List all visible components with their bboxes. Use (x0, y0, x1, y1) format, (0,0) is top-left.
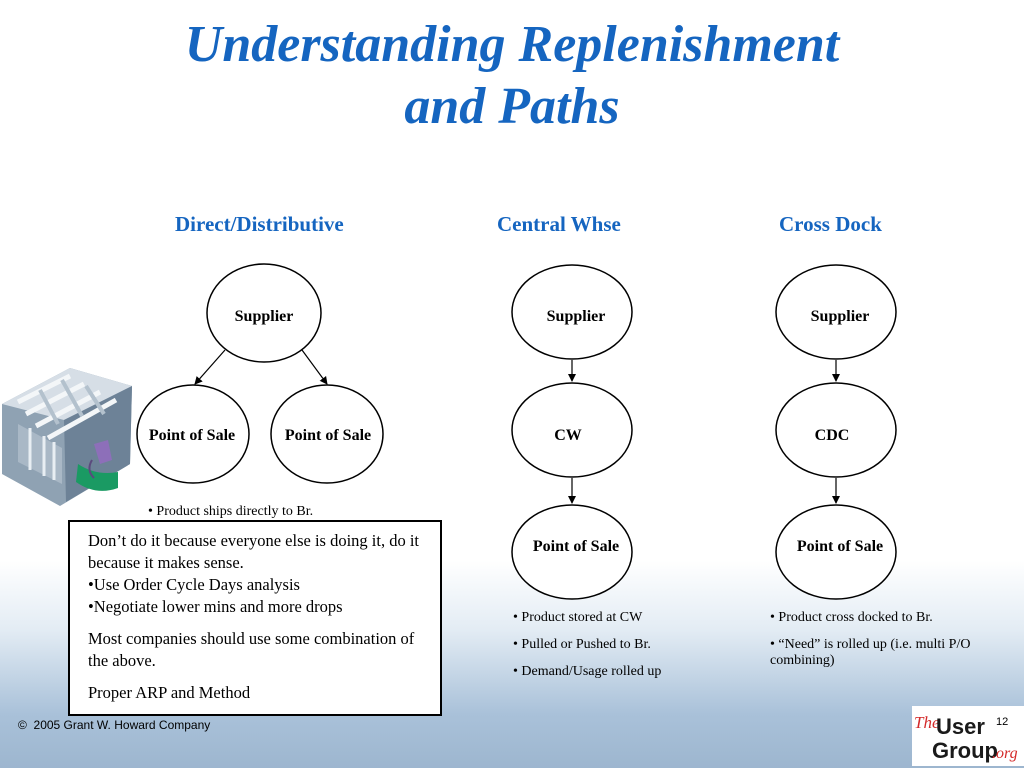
footer-copyright: © 2005 Grant W. Howard Company (18, 718, 210, 732)
maze-icon (2, 368, 132, 506)
label-cdc: CDC (814, 427, 850, 444)
heading-cross-dock: Cross Dock (779, 212, 882, 236)
notes-cross-dock: • Product cross docked to Br. • “Need” i… (770, 610, 998, 680)
heading-direct-distributive: Direct/Distributive (175, 212, 344, 236)
node-pos-direct-right (270, 384, 384, 484)
label-cw: CW (554, 427, 582, 444)
the-user-group-logo: The User Group .org (912, 706, 1024, 766)
node-pos-cd (775, 504, 897, 600)
logo-the: The (914, 713, 940, 732)
note-cw-3: • Demand/Usage rolled up (513, 664, 662, 679)
arrow-direct-right (301, 349, 328, 385)
note-cd-2: • “Need” is rolled up (i.e. multi P/O co… (770, 637, 971, 668)
slide-title-line-1: Understanding Replenishment (184, 16, 840, 73)
page-number: 12 (996, 716, 1009, 728)
node-supplier-cw (511, 264, 633, 360)
label-supplier-cd: Supplier (810, 308, 870, 325)
logo-group: Group (932, 738, 998, 763)
arrow-direct-left (194, 349, 226, 385)
node-pos-cw (511, 504, 633, 600)
slide-title: Understanding Replenishment and Paths (0, 14, 1024, 138)
note-cd-1: • Product cross docked to Br. (770, 610, 933, 625)
slide-title-line-2: and Paths (404, 78, 620, 135)
label-pos-cd: Point of Sale (796, 538, 884, 555)
callout-paragraph-2: Most companies should use some combinati… (88, 629, 415, 670)
copyright-text: 2005 Grant W. Howard Company (33, 718, 211, 732)
copyright-symbol: © (18, 718, 27, 732)
node-pos-direct-left (136, 384, 250, 484)
label-pos-cw: Point of Sale (532, 538, 620, 555)
label-supplier-direct: Supplier (234, 308, 294, 325)
callout-paragraph-3: Proper ARP and Method (88, 683, 251, 702)
note-cw-1: • Product stored at CW (513, 610, 643, 625)
label-pos-direct-left: Point of Sale (148, 427, 236, 444)
notes-central-whse: • Product stored at CW • Pulled or Pushe… (513, 610, 743, 691)
label-pos-direct-right: Point of Sale (284, 427, 372, 444)
node-supplier-cd (775, 264, 897, 360)
node-cw (511, 382, 633, 478)
callout-line-1: Don’t do it because everyone else is doi… (88, 531, 419, 572)
node-cdc (775, 382, 897, 478)
heading-central-whse: Central Whse (497, 212, 621, 236)
logo-user: User (936, 714, 985, 739)
label-supplier-cw: Supplier (546, 308, 606, 325)
node-supplier-direct (206, 263, 322, 363)
note-cw-2: • Pulled or Pushed to Br. (513, 637, 651, 652)
callout-bullet-1: •Use Order Cycle Days analysis (88, 575, 300, 594)
guidance-callout: Don’t do it because everyone else is doi… (68, 520, 442, 716)
note-direct: • Product ships directly to Br. (148, 504, 314, 519)
logo-org: .org (992, 745, 1018, 762)
callout-bullet-2: •Negotiate lower mins and more drops (88, 597, 343, 616)
